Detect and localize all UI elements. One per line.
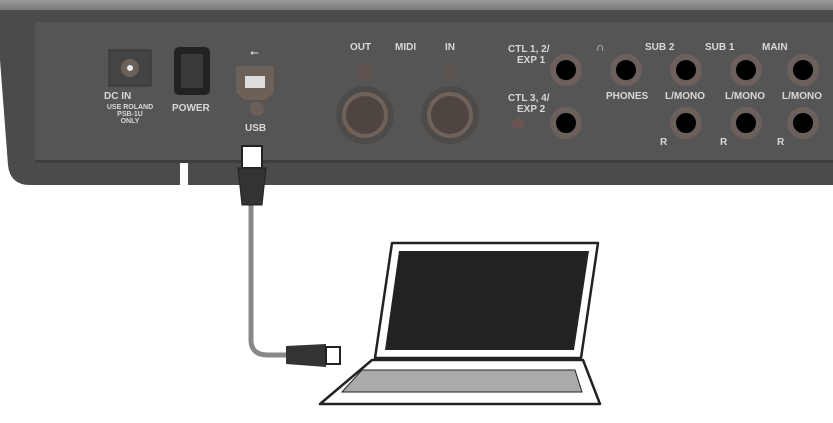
ctl3-label: CTL 3, 4/ bbox=[508, 93, 550, 104]
dc-in-note-3: ONLY bbox=[120, 118, 140, 125]
phones-label: PHONES bbox=[606, 91, 649, 102]
sub2-r-label: R bbox=[660, 137, 668, 148]
main-r-label: R bbox=[777, 137, 785, 148]
sub1-l-label: L/MONO bbox=[725, 91, 765, 102]
ctl1-label: CTL 1, 2/ bbox=[508, 44, 550, 55]
exp1-label: EXP 1 bbox=[517, 55, 546, 66]
usb-port: ⭠ bbox=[236, 47, 274, 116]
dc-in-note-2: PSB-1U bbox=[117, 111, 143, 118]
dc-in-jack bbox=[108, 49, 152, 87]
audio-jacks bbox=[512, 54, 819, 139]
usb-label: USB bbox=[245, 123, 267, 134]
power-switch bbox=[174, 47, 210, 95]
exp2-label: EXP 2 bbox=[517, 104, 546, 115]
sub2-label: SUB 2 bbox=[645, 42, 675, 53]
midi-in-label: IN bbox=[445, 42, 455, 53]
midi-title: MIDI bbox=[395, 42, 417, 53]
main-label: MAIN bbox=[762, 42, 788, 53]
usb-cable bbox=[237, 145, 341, 367]
midi-ports bbox=[336, 64, 479, 144]
dc-in-note-1: USE ROLAND bbox=[106, 104, 154, 111]
dc-in-label: DC IN bbox=[104, 91, 132, 102]
power-label: POWER bbox=[172, 103, 210, 114]
sub2-l-label: L/MONO bbox=[665, 91, 705, 102]
usb-symbol-icon: ⭠ bbox=[250, 47, 259, 59]
main-l-label: L/MONO bbox=[782, 91, 822, 102]
midi-out-label: OUT bbox=[350, 42, 372, 53]
sub1-label: SUB 1 bbox=[705, 42, 735, 53]
laptop bbox=[318, 241, 602, 406]
headphones-icon: ∩ bbox=[596, 40, 605, 54]
sub1-r-label: R bbox=[720, 137, 728, 148]
